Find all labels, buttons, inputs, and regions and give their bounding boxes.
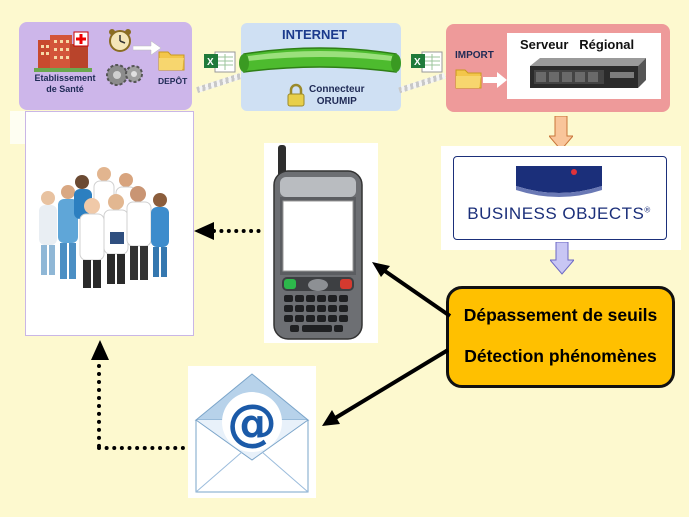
svg-text:X: X <box>207 57 214 68</box>
dotted-arrow-phone-to-staff <box>212 229 268 233</box>
padlock-icon <box>287 83 305 107</box>
green-pipe-icon <box>239 47 401 73</box>
arrow-down-icon <box>549 116 573 151</box>
threshold-exceeded-label: Dépassement de seuils <box>463 305 658 325</box>
email-envelope-icon: @ <box>194 373 310 493</box>
svg-text:@: @ <box>227 394 277 452</box>
excel-file-icon: X <box>204 51 236 73</box>
folder-icon <box>158 51 185 71</box>
excel-file-icon: X <box>411 51 443 73</box>
business-objects-emblem-icon <box>516 166 602 197</box>
server-rack-icon <box>530 58 646 88</box>
svg-text:X: X <box>414 57 421 68</box>
arrow-head-icon <box>91 340 109 360</box>
hospital-icon <box>34 31 92 72</box>
establishment-label: Etablissement de Santé <box>34 73 96 94</box>
arrow-icon <box>133 40 162 56</box>
arrow-alert-to-mail <box>322 348 450 426</box>
business-objects-text: BUSINESS OBJECTS® <box>467 204 651 223</box>
internet-title: INTERNET <box>282 27 347 42</box>
medical-staff-image <box>39 167 169 288</box>
connector-line-right <box>398 72 446 94</box>
dotted-line-mail <box>97 446 185 450</box>
arrow-alert-to-phone <box>372 262 452 318</box>
alarm-clock-icon <box>109 29 131 52</box>
connector-line-left <box>196 73 242 93</box>
gears-icon <box>106 64 143 86</box>
arrow-icon <box>483 72 507 88</box>
folder-icon <box>455 69 482 89</box>
server-title: Serveur Régional <box>520 37 635 52</box>
arrow-down-icon <box>550 242 574 275</box>
phenomenon-detection-label: Détection phénomènes <box>464 346 657 366</box>
alert-box: Dépassement de seuils Détection phénomèn… <box>446 286 675 388</box>
connector-label: Connecteur ORUMIP <box>309 84 365 107</box>
smartphone-icon <box>273 145 363 340</box>
arrow-head-icon <box>194 222 214 240</box>
import-label: IMPORT <box>455 50 494 61</box>
dotted-line-up <box>97 356 101 448</box>
depot-label: DEPÔT <box>158 76 188 86</box>
